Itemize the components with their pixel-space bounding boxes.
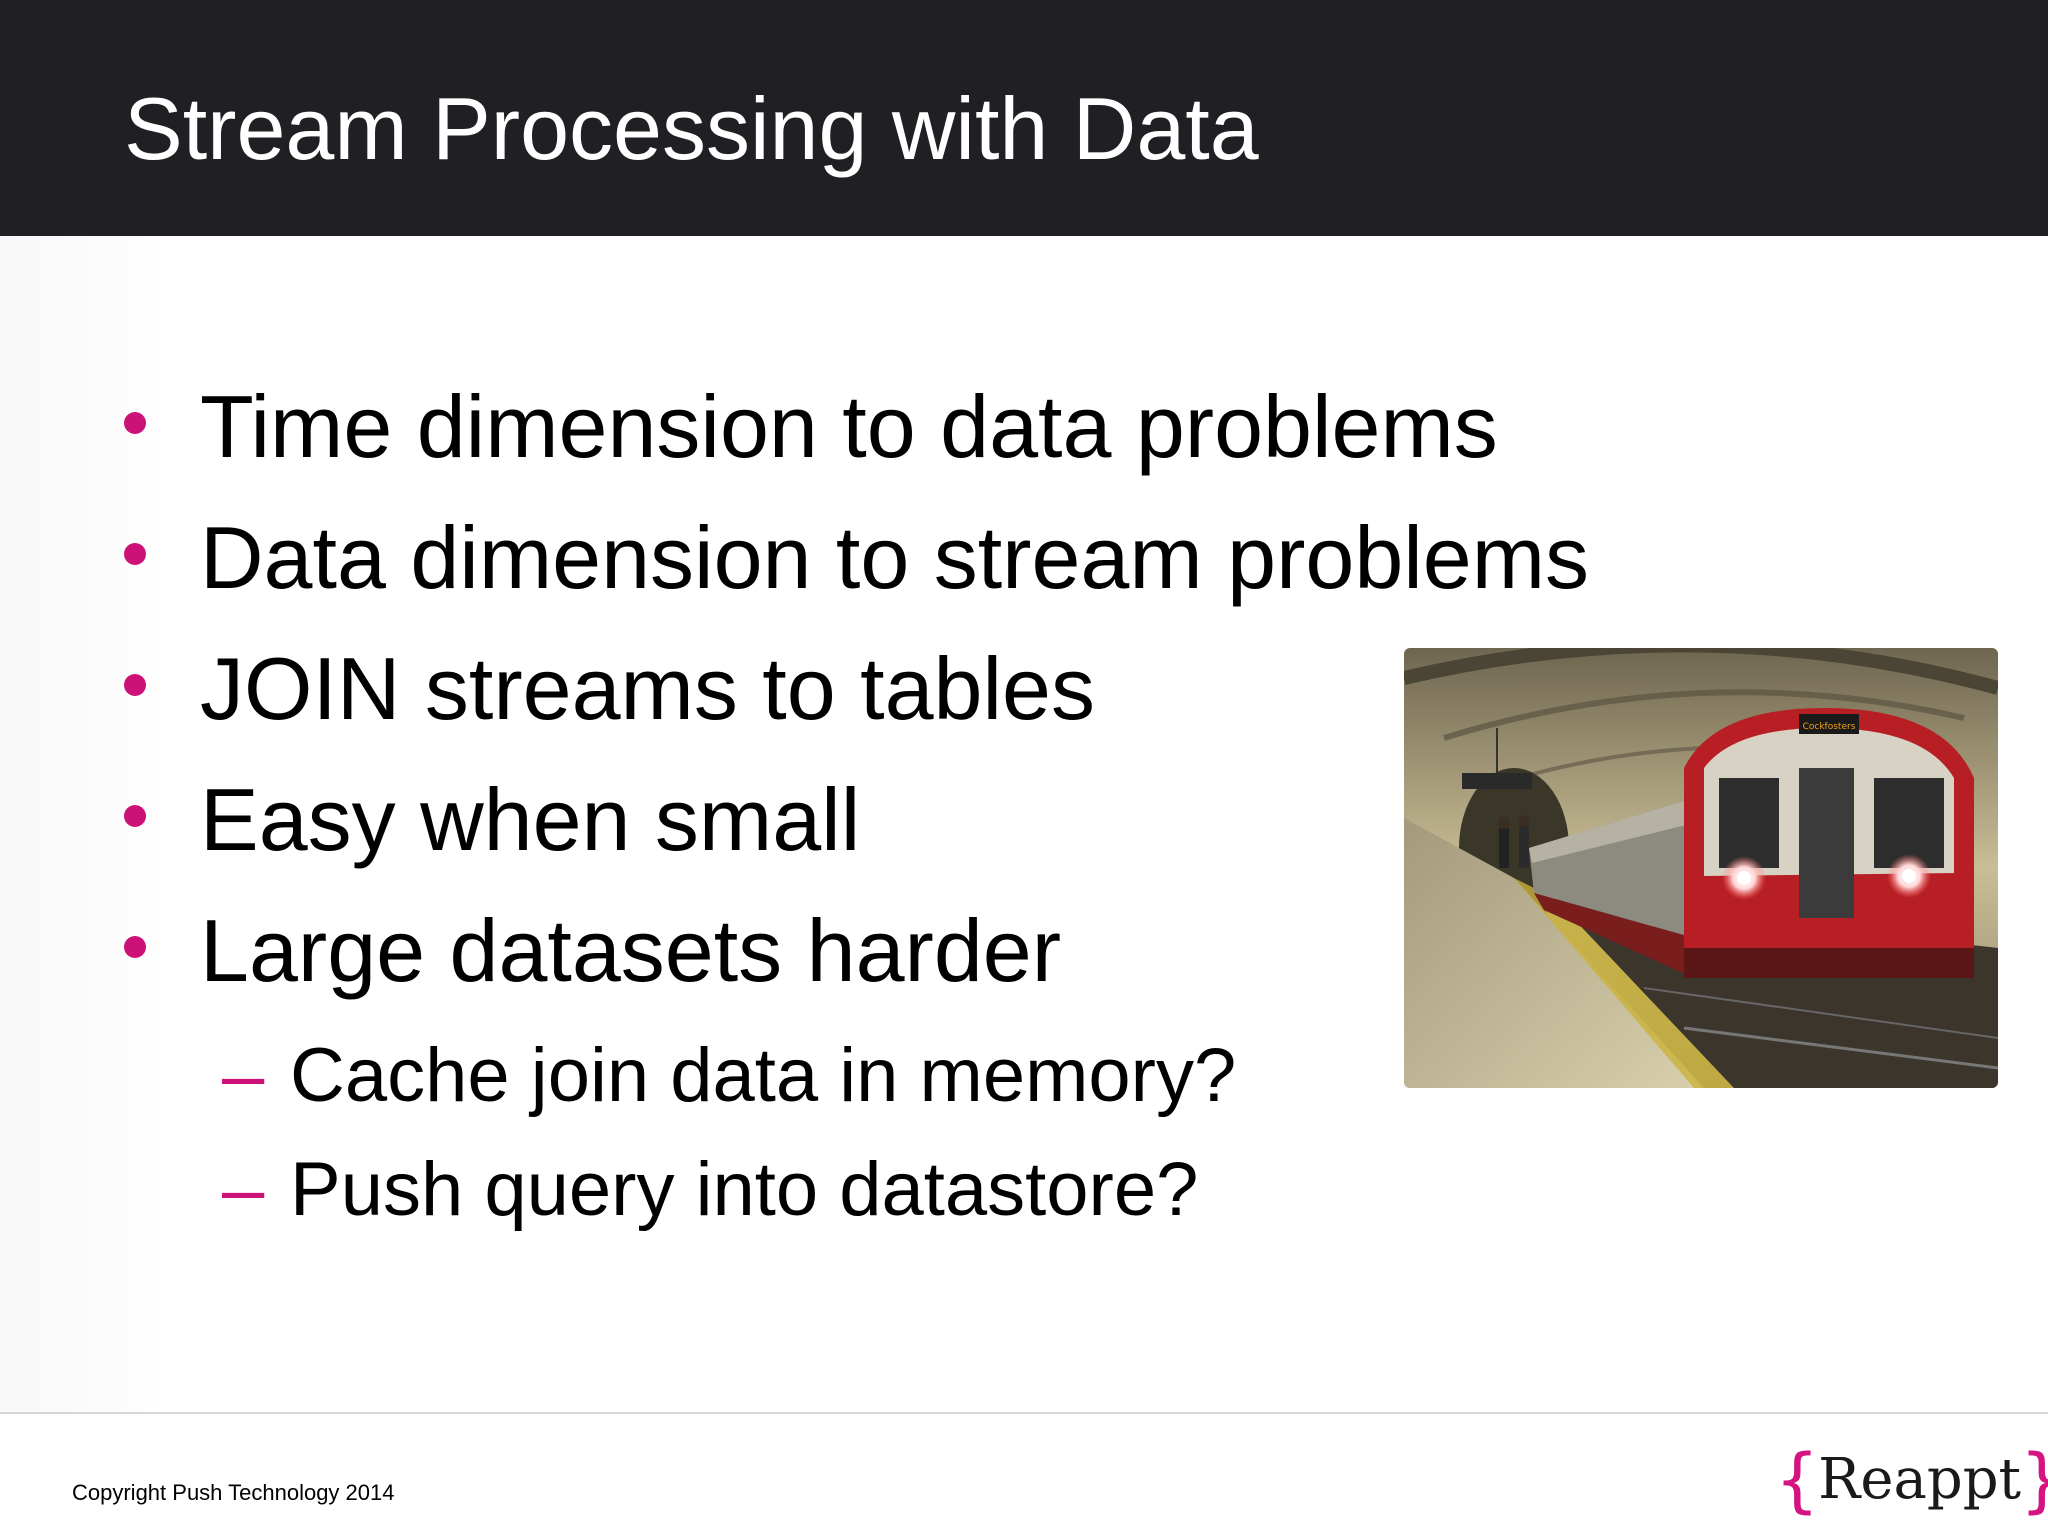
bullet-dot-icon	[124, 674, 146, 696]
sub-bullet-text: Push query into datastore?	[290, 1147, 1199, 1232]
logo-wordmark: Reappt	[1818, 1447, 2022, 1512]
bullet-text: JOIN streams to tables	[200, 639, 1095, 738]
bullet-dot-icon	[124, 936, 146, 958]
bullet-dot-icon	[124, 412, 146, 434]
bullet-text: Data dimension to stream problems	[200, 508, 1590, 607]
copyright-notice: Copyright Push Technology 2014	[72, 1480, 395, 1505]
bullet-dot-icon	[124, 805, 146, 827]
train-destination-sign: Cockfosters	[1803, 722, 1856, 732]
slide-title: Stream Processing with Data	[124, 79, 1259, 178]
sub-bullet-dash-icon: –	[222, 1033, 265, 1118]
bullet-text: Time dimension to data problems	[200, 377, 1498, 476]
reappt-logo: {Reappt}	[1776, 1440, 2048, 1520]
sub-bullet-text: Cache join data in memory?	[290, 1033, 1237, 1118]
underground-train-photo: Cockfosters	[1404, 648, 1998, 1088]
title-bar: Stream Processing with Data	[0, 0, 2048, 236]
logo-close-brace: }	[2021, 1439, 2048, 1521]
bullet-text: Large datasets harder	[200, 901, 1062, 1000]
sub-bullet-dash-icon: –	[222, 1147, 265, 1232]
bullet-text: Easy when small	[200, 770, 861, 869]
logo-open-brace: {	[1776, 1439, 1819, 1521]
footer-divider	[0, 1412, 2048, 1414]
bullet-dot-icon	[124, 543, 146, 565]
